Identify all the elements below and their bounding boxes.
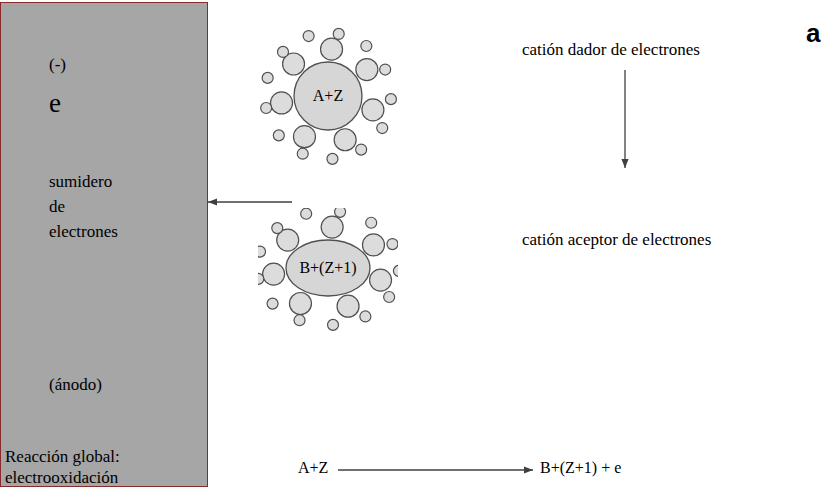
solvent-molecule <box>303 31 314 42</box>
cation-symbol: B+(Z+1) <box>299 258 356 277</box>
annotation-text: catión aceptor de electrones <box>522 230 711 250</box>
solvent-molecule <box>370 269 392 291</box>
solvent-molecule <box>294 315 305 326</box>
annotation-text: catión dador de electrones <box>522 40 700 60</box>
electrode-label: e <box>49 87 61 119</box>
annotation-text: Reacción global: electrooxidación <box>5 446 155 488</box>
solvent-molecule <box>384 291 395 302</box>
solvent-molecule <box>321 38 343 60</box>
solvent-molecule <box>377 123 388 134</box>
solvent-molecule <box>337 295 359 317</box>
solvent-molecule <box>261 103 272 114</box>
anode-electrode: (-) e sumidero de electrones (ánodo) <box>0 2 208 487</box>
solvent-molecule <box>328 319 339 330</box>
electrode-label: sumidero de electrones <box>49 169 131 244</box>
solvent-molecule <box>362 234 384 256</box>
annotation-text: B+(Z+1) + e <box>540 458 621 477</box>
solvent-molecule <box>380 64 391 75</box>
solvent-molecule <box>335 208 346 217</box>
solvent-molecule <box>356 59 378 81</box>
solvent-molecule <box>366 217 377 228</box>
solvent-molecule <box>258 273 264 284</box>
solvent-molecule <box>327 153 338 164</box>
solvent-molecule <box>387 239 398 250</box>
cation-symbol: A+Z <box>313 86 343 105</box>
solvent-molecule <box>321 216 343 238</box>
solvent-molecule <box>297 148 308 159</box>
solvent-molecule <box>361 41 372 52</box>
annotation-text: A+Z <box>298 458 328 477</box>
solvent-molecule <box>271 92 293 114</box>
electrode-label: (-) <box>49 55 66 75</box>
solvation-shell <box>258 208 398 358</box>
solvent-molecule <box>333 28 344 39</box>
solvent-molecule <box>334 129 356 151</box>
cation-core <box>286 240 370 296</box>
solvent-molecule <box>273 130 284 141</box>
solvent-molecule <box>289 292 311 314</box>
electrode-label: (ánodo) <box>49 375 102 395</box>
reaction-arrow <box>338 469 533 470</box>
solvent-molecule <box>393 265 398 276</box>
electron-transfer-arrow <box>208 201 292 202</box>
solvent-molecule <box>263 263 285 285</box>
solvent-molecule <box>360 311 371 322</box>
solvent-molecule <box>277 46 288 57</box>
solvent-molecule <box>385 94 396 105</box>
solvent-molecule <box>258 246 265 257</box>
solvent-molecule <box>272 223 283 234</box>
solvent-molecule <box>356 144 367 155</box>
solvated-cation: A+Z <box>258 5 398 202</box>
solvent-molecule <box>293 126 315 148</box>
panel-letter: a <box>806 18 820 49</box>
cation-core <box>294 62 362 130</box>
solvent-molecule <box>362 99 384 121</box>
solvated-cation: B+(Z+1) <box>258 208 398 358</box>
solvent-molecule <box>262 72 273 83</box>
solvent-molecule <box>301 208 312 219</box>
down-arrow <box>624 70 625 168</box>
solvent-molecule <box>267 298 278 309</box>
